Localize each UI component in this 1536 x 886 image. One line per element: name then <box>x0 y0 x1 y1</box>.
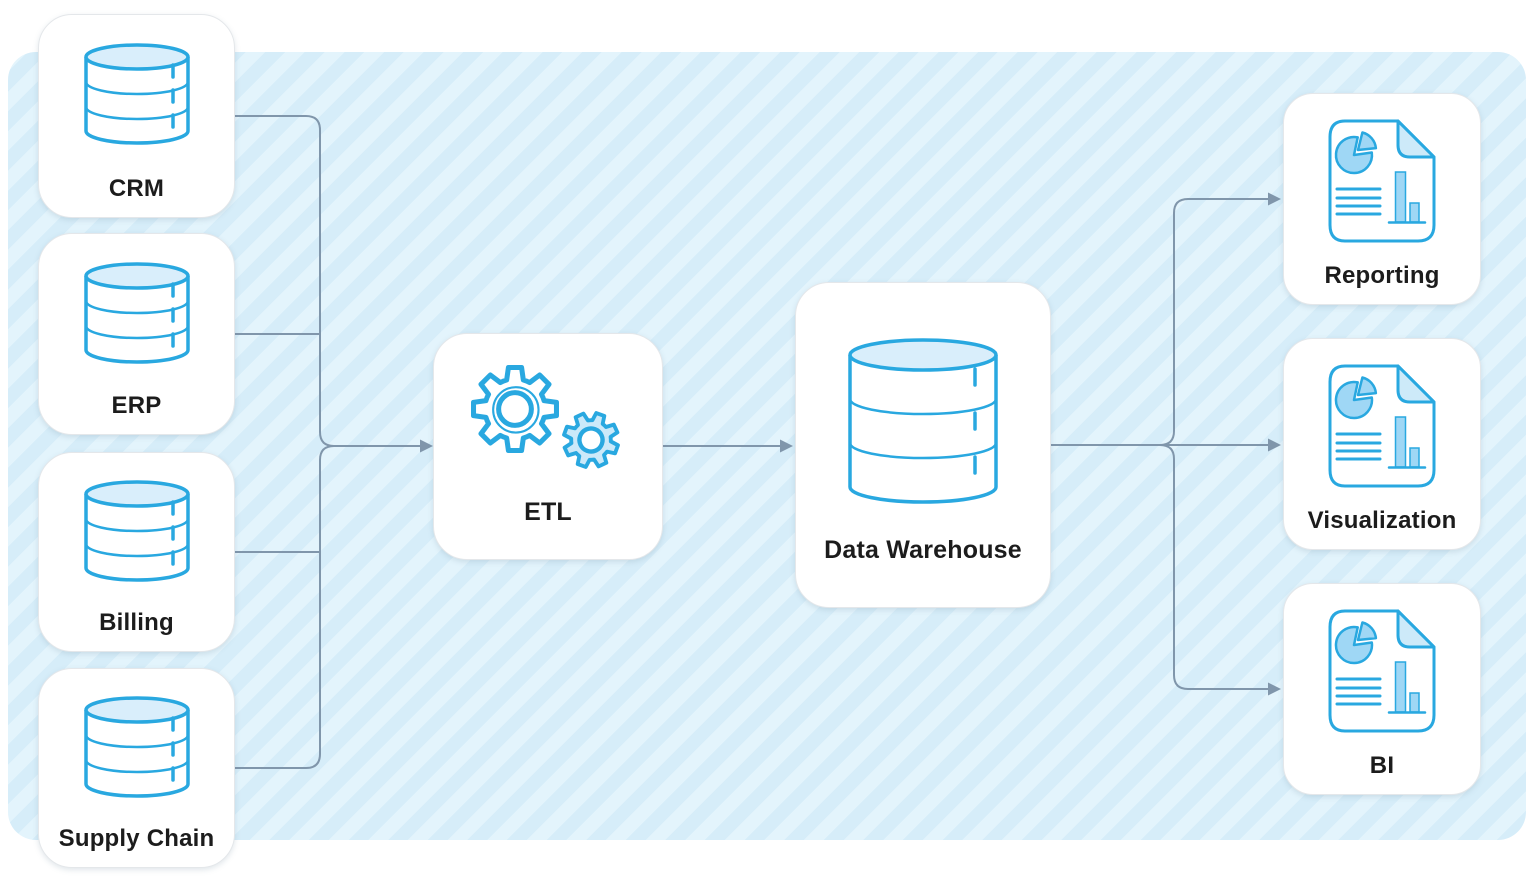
database-icon <box>39 41 234 147</box>
connector-warehouse-to-bi <box>1159 444 1269 690</box>
database-icon <box>39 478 234 584</box>
node-reporting: Reporting <box>1283 93 1481 305</box>
node-visualization: Visualization <box>1283 338 1481 550</box>
connector-warehouse-to-reporting <box>1159 198 1269 446</box>
node-crm: CRM <box>38 14 235 218</box>
connector-supply-chain-to-bus <box>234 445 421 769</box>
node-bi: BI <box>1283 583 1481 795</box>
node-label: Data Warehouse <box>824 536 1022 564</box>
arrowhead-icon <box>1268 192 1281 206</box>
gears-icon <box>434 354 662 494</box>
node-data-warehouse: Data Warehouse <box>795 282 1051 608</box>
document-chart-icon <box>1284 363 1480 489</box>
arrowhead-icon <box>1268 682 1281 696</box>
arrowhead-icon <box>780 439 793 453</box>
node-billing: Billing <box>38 452 235 652</box>
node-label: Reporting <box>1324 262 1440 289</box>
node-label: BI <box>1369 752 1395 779</box>
database-icon <box>796 337 1050 509</box>
arrowhead-icon <box>420 439 433 453</box>
node-label: Billing <box>99 609 174 636</box>
database-icon <box>39 260 234 366</box>
database-icon <box>39 694 234 800</box>
node-label: ERP <box>111 392 162 419</box>
arrowhead-icon <box>1268 438 1281 452</box>
node-supply-chain: Supply Chain <box>38 668 235 868</box>
node-label: ETL <box>524 498 572 526</box>
node-etl: ETL <box>433 333 663 560</box>
document-chart-icon <box>1284 608 1480 734</box>
document-chart-icon <box>1284 118 1480 244</box>
connector-crm-to-bus <box>234 115 421 447</box>
node-label: CRM <box>108 175 165 202</box>
node-label: Visualization <box>1307 507 1457 534</box>
node-erp: ERP <box>38 233 235 435</box>
node-label: Supply Chain <box>58 825 215 852</box>
